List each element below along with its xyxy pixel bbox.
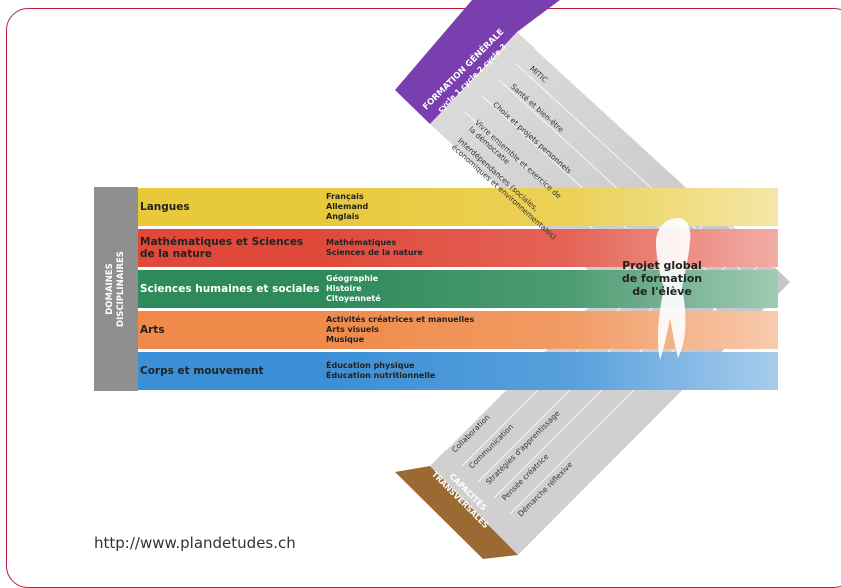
capacites-box (395, 466, 518, 559)
subject: Musique (326, 335, 365, 344)
diagram-graphic (94, 0, 790, 559)
subject: Citoyenneté (326, 294, 381, 303)
row-fade (318, 270, 778, 308)
row-fade (318, 229, 778, 267)
row-subjects: Français Allemand Anglais (326, 188, 536, 226)
subject: Géographie (326, 274, 379, 283)
subject: Français (326, 192, 364, 201)
domains-title: DOMAINES DISCIPLINAIRES (105, 189, 127, 389)
subject: Éducation nutritionnelle (326, 371, 436, 380)
row-label: Mathématiques et Sciences de la nature (140, 236, 304, 260)
row-label: Langues (140, 201, 190, 213)
formation-box (395, 0, 560, 124)
domains-bar (94, 187, 138, 391)
subject: Anglais (326, 212, 360, 221)
subject: Histoire (326, 284, 362, 293)
row-subjects: Éducation physique Éducation nutritionne… (326, 352, 536, 390)
domains-title-line1: DOMAINES (105, 263, 115, 315)
subject: Arts visuels (326, 325, 379, 334)
subject: Mathématiques (326, 238, 397, 247)
subject: Sciences de la nature (326, 248, 423, 257)
row-fade (318, 188, 778, 226)
row-fade (318, 311, 778, 349)
subject: Allemand (326, 202, 369, 211)
row-label: Corps et mouvement (140, 365, 264, 377)
row-fade (318, 352, 778, 390)
row-subjects: Géographie Histoire Citoyenneté (326, 270, 536, 308)
row-subjects: Mathématiques Sciences de la nature (326, 229, 536, 267)
row-label: Sciences humaines et sociales (140, 283, 320, 295)
student-figure (656, 218, 691, 360)
subject: Éducation physique (326, 361, 415, 370)
center-label: Projet global de formation de l'élève (607, 259, 717, 298)
row-label: Arts (140, 324, 165, 336)
row-subjects: Activités créatrices et manuelles Arts v… (326, 311, 536, 349)
center-line3: de l'élève (632, 285, 692, 298)
source-url[interactable]: http://www.plandetudes.ch (94, 534, 296, 552)
subject: Activités créatrices et manuelles (326, 315, 475, 324)
domains-title-line2: DISCIPLINAIRES (116, 251, 126, 327)
center-line1: Projet global (622, 259, 702, 272)
center-line2: de formation (621, 272, 703, 285)
